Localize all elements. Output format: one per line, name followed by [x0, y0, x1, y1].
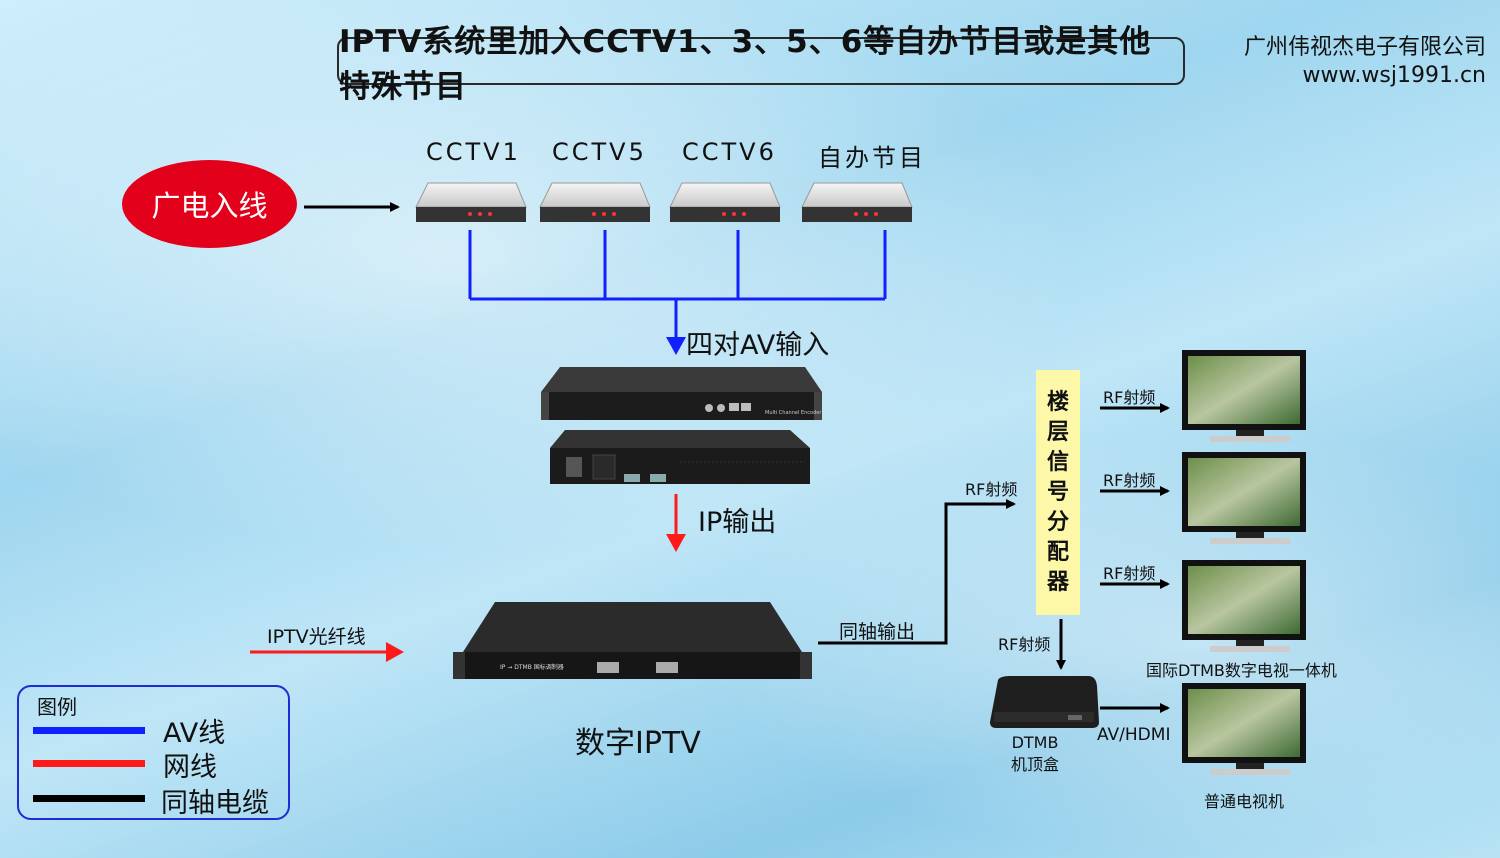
distributor-char: 信 — [1046, 449, 1069, 475]
iptv-fiber-label: IPTV光纤线 — [267, 626, 366, 648]
dtmb-tv-label: 国际DTMB数字电视一体机 — [1146, 661, 1337, 680]
encoder-front: Multi Channel Encoder — [541, 367, 822, 420]
company-url: www.wsj1991.cn — [1302, 63, 1486, 88]
distributor-char: 层 — [1046, 419, 1069, 445]
receiver-cctv1 — [415, 182, 527, 222]
receiver-self — [801, 182, 913, 222]
receiver-cctv5 — [539, 182, 651, 222]
av-arrow-head — [666, 337, 686, 355]
legend-swatch-coax — [33, 795, 145, 802]
rf-stb-label: RF射频 — [998, 635, 1051, 654]
rf-tv1-label: RF射频 — [1103, 388, 1156, 407]
encoder-rear — [550, 430, 810, 484]
stb-label: DTMB 机顶盒 — [1011, 732, 1059, 776]
normal-tv-label: 普通电视机 — [1204, 792, 1285, 811]
av-input-label: 四对AV输入 — [686, 330, 830, 361]
legend-label-av: AV线 — [163, 718, 226, 749]
channel-label-cctv5: CCTV5 — [552, 138, 647, 166]
ip-output-arrow-head — [666, 534, 686, 552]
distributor-char: 配 — [1046, 539, 1069, 565]
av-hdmi-label: AV/HDMI — [1097, 725, 1171, 745]
rf-tv3-label: RF射频 — [1103, 564, 1156, 583]
digital-iptv-label: 数字IPTV — [575, 726, 701, 761]
coax-output-line — [818, 499, 1016, 645]
company-info: 广州伟视杰电子有限公司 www.wsj1991.cn — [1244, 34, 1486, 90]
channel-label-cctv1: CCTV1 — [426, 138, 521, 166]
company-name: 广州伟视杰电子有限公司 — [1243, 35, 1486, 60]
legend-label-network: 网线 — [163, 752, 217, 783]
rf-main-label: RF射频 — [965, 480, 1018, 499]
distributor-char: 器 — [1046, 569, 1069, 595]
receiver-cctv6 — [669, 182, 781, 222]
distributor-char: 号 — [1046, 479, 1069, 505]
stb-label-line1: DTMB — [1011, 733, 1059, 752]
tv-2 — [1182, 452, 1306, 544]
stb-label-line2: 机顶盒 — [1011, 755, 1060, 774]
legend-label-coax: 同轴电缆 — [161, 788, 269, 819]
channel-label-cctv6: CCTV6 — [682, 138, 777, 166]
source-ellipse: 广电入线 — [122, 160, 297, 248]
ip-output-label: IP输出 — [698, 507, 777, 538]
encoder-plate-text: Multi Channel Encoder — [765, 410, 822, 416]
coax-output-label: 同轴输出 — [839, 621, 916, 643]
legend-title: 图例 — [37, 695, 77, 719]
tv-1 — [1182, 350, 1306, 442]
channel-label-self: 自办节目 — [818, 144, 926, 172]
dtmb-set-top-box — [990, 676, 1099, 728]
floor-signal-distributor: 楼 层 信 号 分 配 器 — [1036, 370, 1080, 615]
distributor-char: 分 — [1046, 509, 1069, 535]
legend: 图例 AV线 网线 同轴电缆 — [17, 685, 290, 820]
legend-swatch-network — [33, 760, 145, 767]
tv-4 — [1182, 683, 1306, 775]
modulator-plate-text: IP → DTMB 国标调制器 — [500, 663, 564, 671]
tv-3 — [1182, 560, 1306, 652]
distributor-char: 楼 — [1046, 389, 1069, 415]
fiber-arrow-head — [386, 642, 404, 662]
av-wiring — [468, 230, 887, 340]
iptv-modulator: IP → DTMB 国标调制器 — [453, 602, 812, 679]
legend-swatch-av — [33, 727, 145, 734]
rf-tv2-label: RF射频 — [1103, 471, 1156, 490]
